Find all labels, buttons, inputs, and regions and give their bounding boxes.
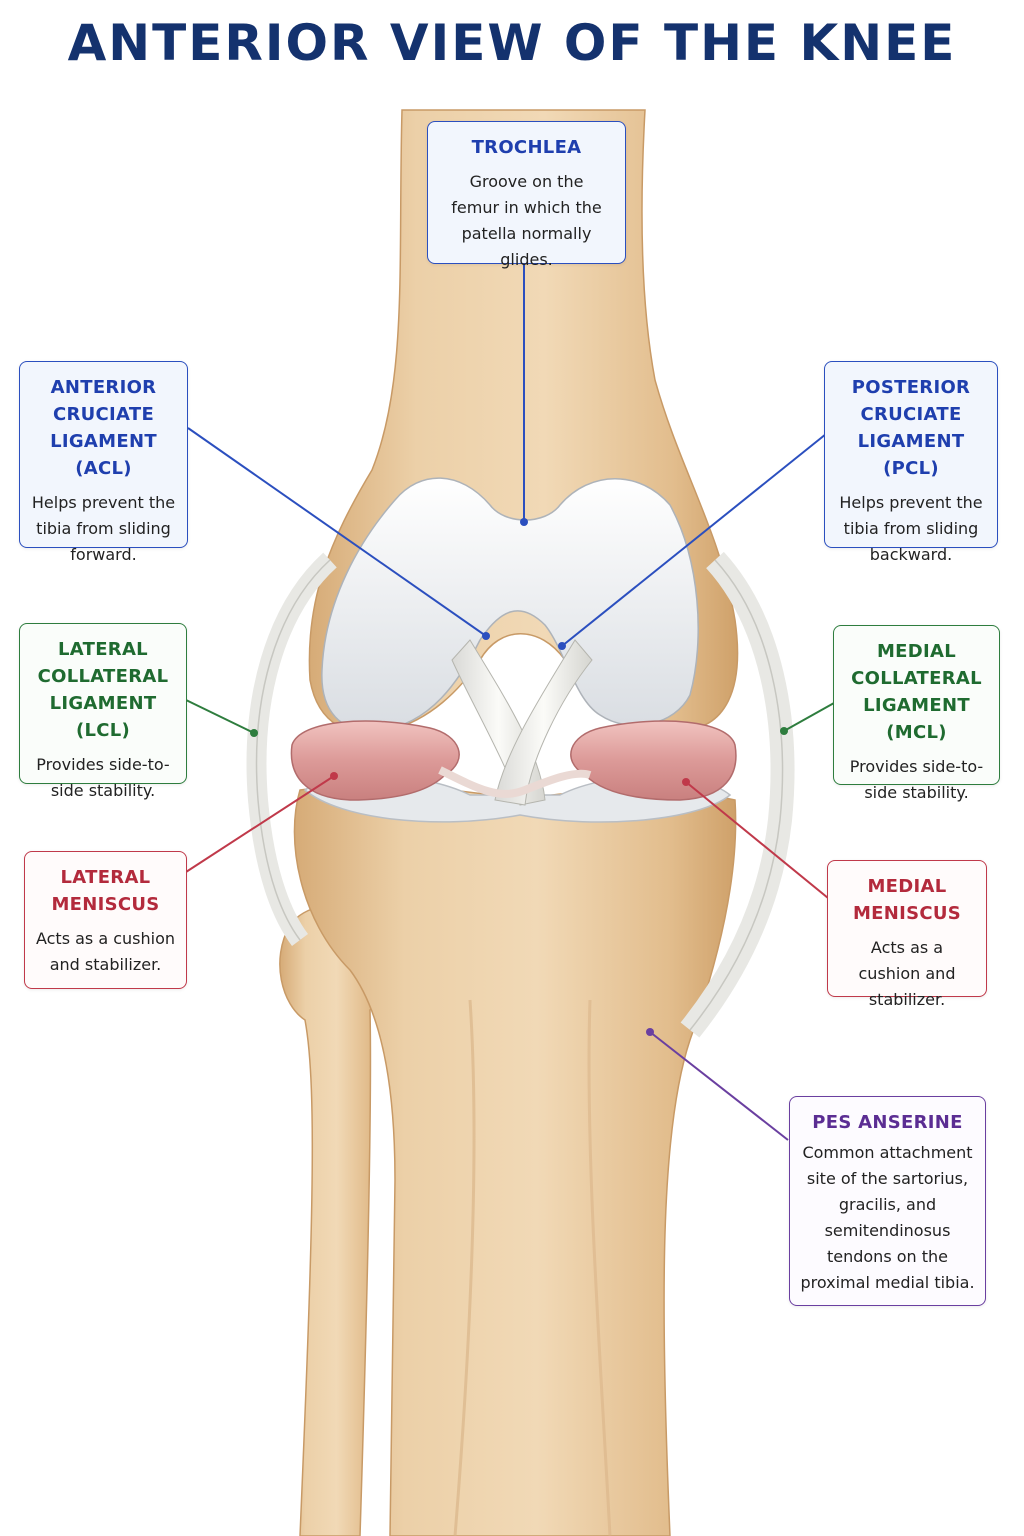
label-mcl: MEDIAL COLLATERAL LIGAMENT (MCL) Provide… [833, 625, 1000, 802]
label-lateral-meniscus-name: LATERAL MENISCUS [51, 867, 160, 915]
label-medial-meniscus: MEDIAL MENISCUS Acts as a cushion and st… [827, 860, 987, 1009]
label-acl-name: ANTERIOR CRUCIATE LIGAMENT (ACL) [50, 377, 157, 479]
label-lcl: LATERAL COLLATERAL LIGAMENT (LCL) Provid… [19, 623, 187, 800]
label-acl: ANTERIOR CRUCIATE LIGAMENT (ACL) Helps p… [19, 361, 188, 564]
label-pes-anserine: PES ANSERINE Common attachment site of t… [789, 1096, 986, 1306]
label-mcl-name: MEDIAL COLLATERAL LIGAMENT (MCL) [851, 641, 982, 743]
label-lcl-name: LATERAL COLLATERAL LIGAMENT (LCL) [37, 639, 169, 741]
label-pes-anserine-desc: Common attachment site of the sartorius,… [800, 1143, 975, 1292]
label-pes-anserine-name: PES ANSERINE [812, 1112, 963, 1133]
label-trochlea-name: TROCHLEA [471, 137, 582, 158]
label-trochlea-desc: Groove on the femur in which the patella… [451, 172, 602, 269]
collateral-ligaments [246, 551, 795, 1038]
tibia [293, 784, 737, 1536]
label-acl-desc: Helps prevent the tibia from sliding for… [31, 493, 176, 564]
page-title: ANTERIOR VIEW OF THE KNEE [67, 14, 957, 72]
leader-lines [185, 262, 835, 1141]
label-medial-meniscus-desc: Acts as a cushion and stabilizer. [858, 938, 956, 1009]
label-lcl-desc: Provides side-to-side stability. [36, 755, 170, 800]
cruciate-ligaments [451, 639, 593, 806]
label-pcl-name: POSTERIOR CRUCIATE LIGAMENT (PCL) [851, 377, 971, 479]
label-pcl: POSTERIOR CRUCIATE LIGAMENT (PCL) Helps … [824, 361, 998, 564]
label-medial-meniscus-name: MEDIAL MENISCUS [852, 876, 962, 924]
trochlea-cartilage [321, 477, 699, 732]
label-trochlea: TROCHLEA Groove on the femur in which th… [427, 121, 626, 269]
label-lateral-meniscus: LATERAL MENISCUS Acts as a cushion and s… [24, 851, 187, 989]
leader-dots [250, 518, 788, 1036]
label-mcl-desc: Provides side-to-side stability. [849, 757, 984, 802]
label-lateral-meniscus-desc: Acts as a cushion and stabilizer. [35, 929, 176, 974]
menisci [290, 720, 737, 801]
label-pcl-desc: Helps prevent the tibia from sliding bac… [839, 493, 983, 564]
